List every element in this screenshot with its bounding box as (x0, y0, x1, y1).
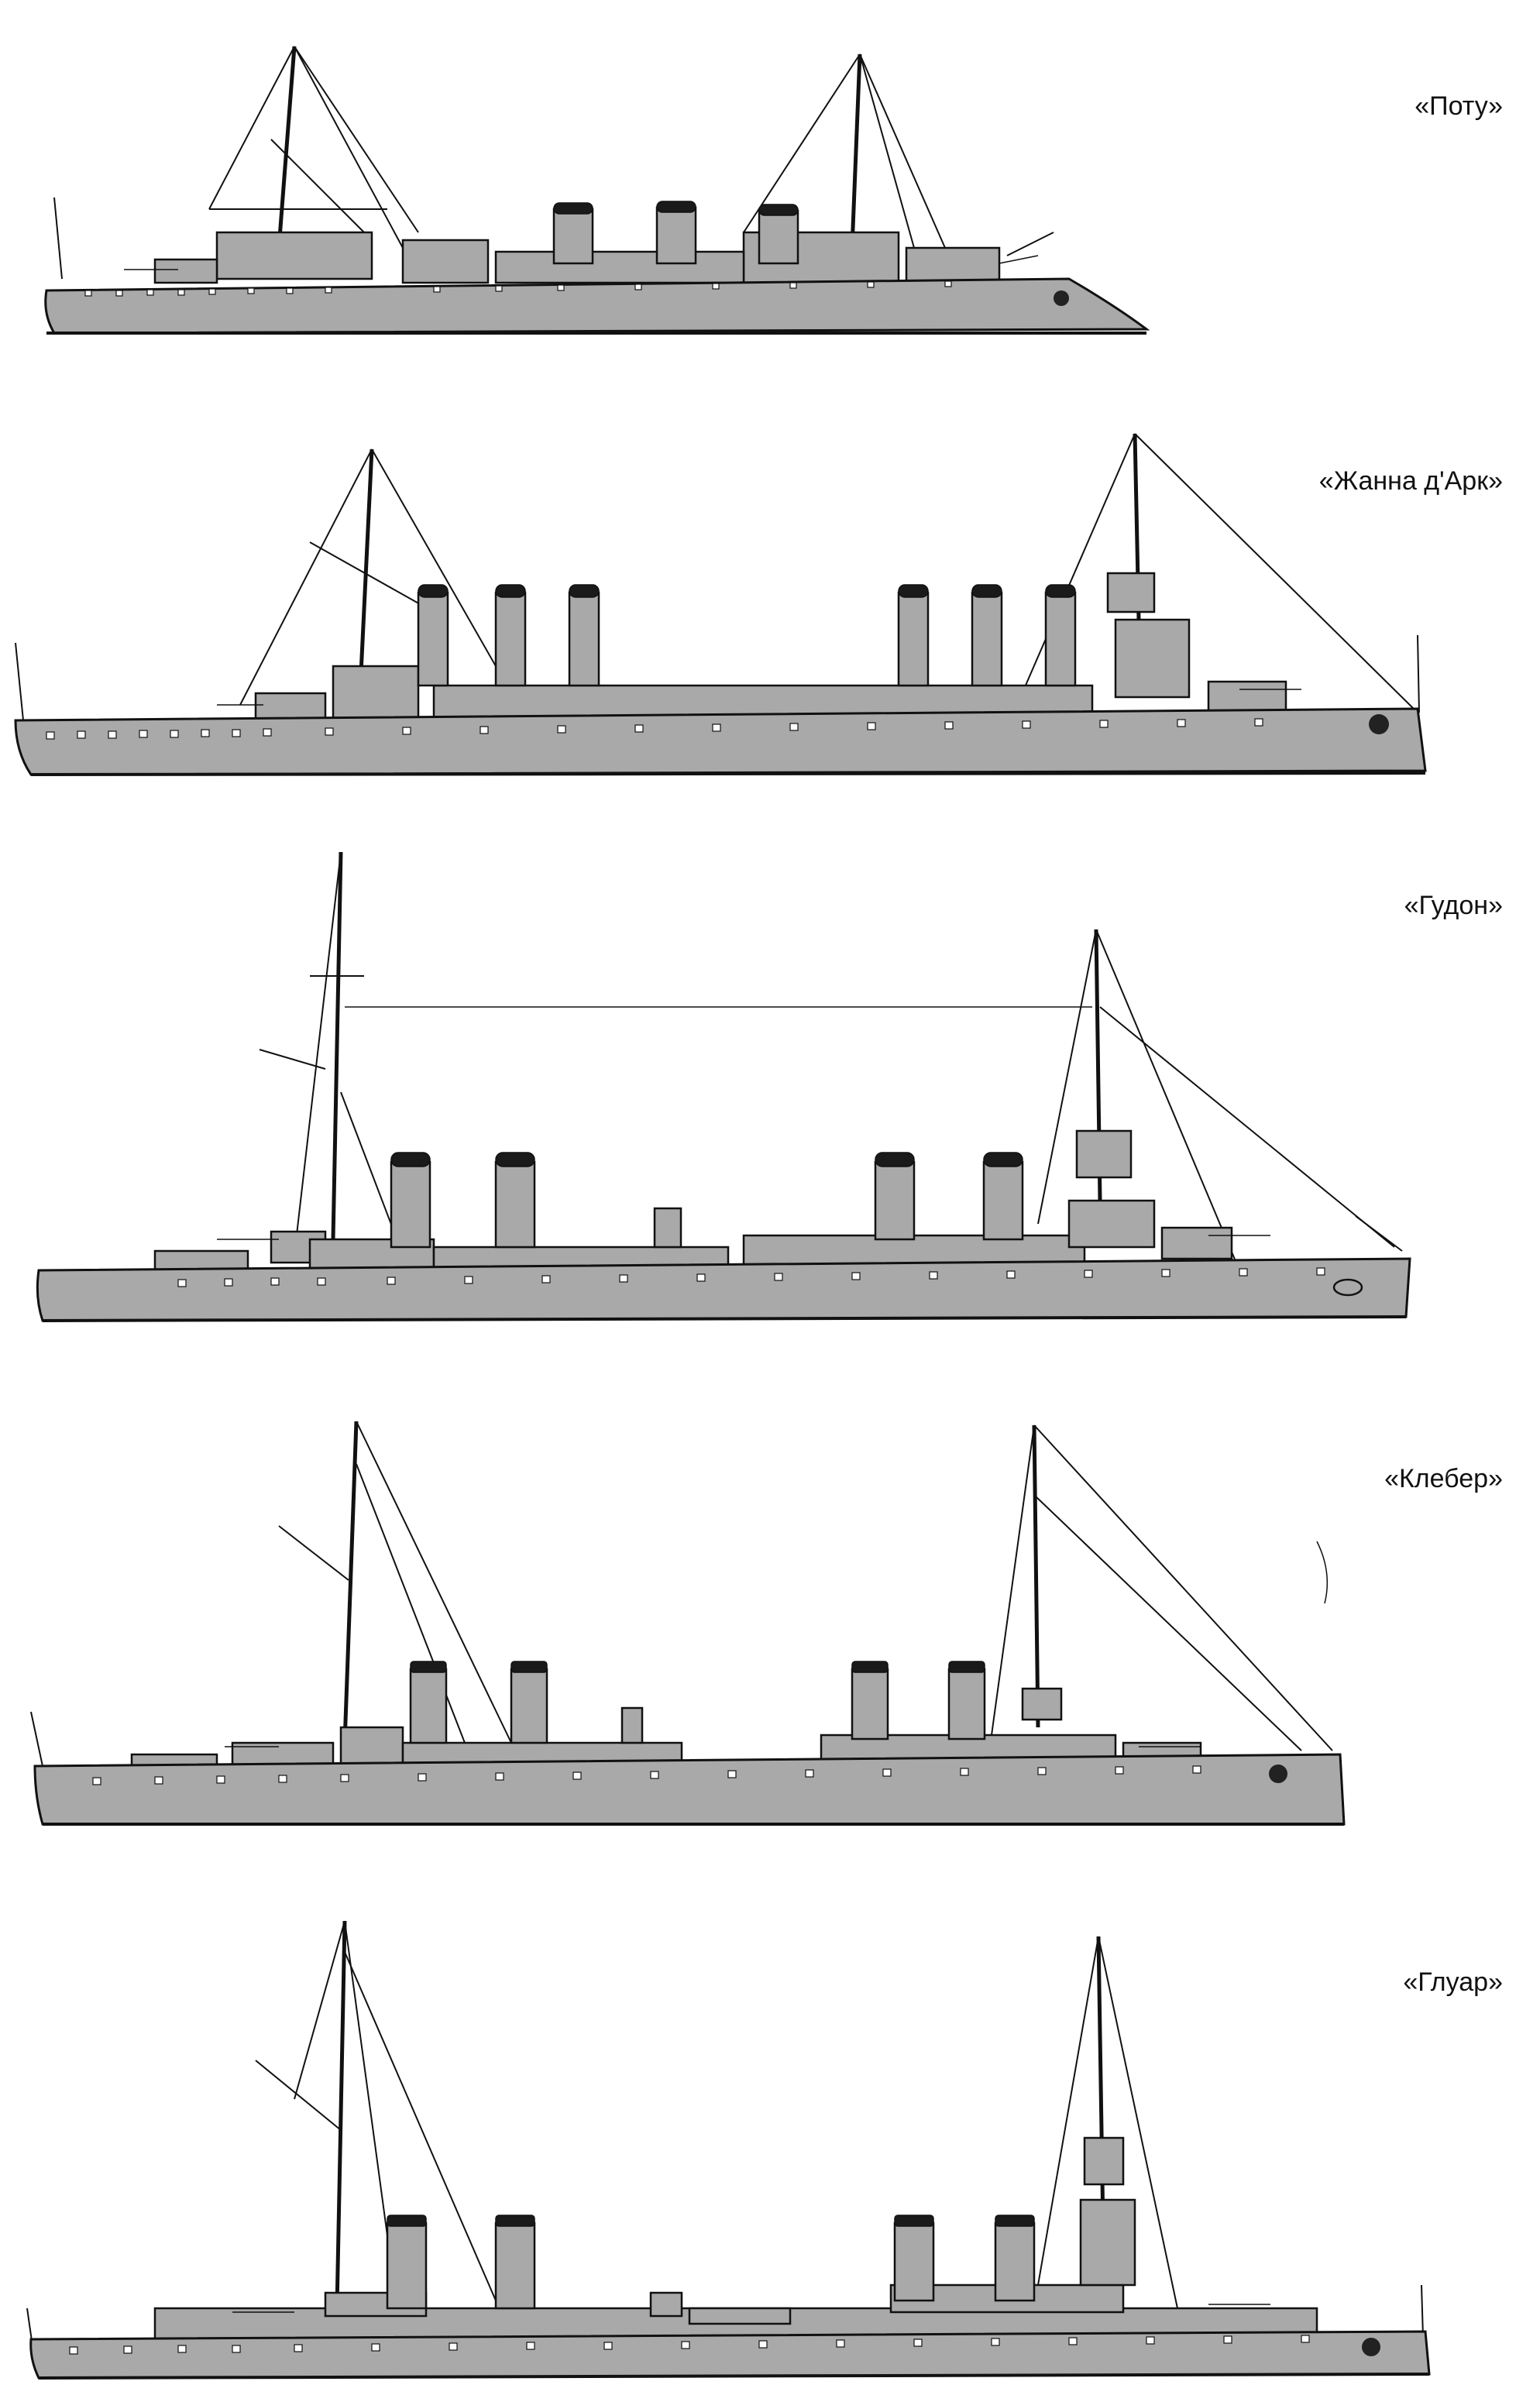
waterline (38, 2373, 1430, 2380)
ship-drawing (30, 1421, 1346, 1826)
superstructure (153, 2136, 1318, 2341)
superstructure (254, 572, 1287, 722)
fore-mast (331, 851, 343, 1240)
rigging (15, 433, 1420, 729)
main-mast (850, 53, 862, 249)
portholes (177, 1267, 1325, 1287)
funnels (386, 2215, 1036, 2310)
ship-label: «Жанна д'Арк» (1318, 466, 1503, 496)
ship-drawing (44, 46, 1150, 335)
ship-drawing (26, 1920, 1431, 2380)
ship-label: «Гудон» (1404, 891, 1503, 920)
anchor-icon (1269, 1765, 1287, 1783)
anchor-icon (1362, 2338, 1380, 2356)
hull (36, 1257, 1411, 1322)
ship-panel-jeanne-darc: «Жанна д'Арк» (0, 418, 1540, 806)
portholes (92, 1765, 1201, 1785)
rigging (26, 1920, 1425, 2363)
superstructure (153, 1129, 1233, 1272)
portholes (46, 718, 1263, 740)
hull (44, 277, 1150, 335)
rigging (53, 46, 1054, 280)
ship-panel-kleber: «Клебер» (0, 1402, 1540, 1844)
ship-label: «Глуар» (1403, 1967, 1503, 1997)
ship-drawing (36, 851, 1411, 1322)
hull (33, 1753, 1346, 1826)
hull (14, 707, 1427, 776)
portholes (69, 2335, 1310, 2355)
funnels (390, 1152, 1024, 1249)
fore-mast (342, 1421, 359, 1744)
ship-panel-gloire: «Глуар» (0, 1905, 1540, 2386)
fore-mast (277, 46, 297, 249)
anchor-icon (1054, 290, 1069, 306)
funnels (409, 1661, 986, 1744)
portholes (84, 280, 952, 297)
ship-panel-gueydon: «Гудон» (0, 837, 1540, 1340)
waterline (30, 771, 1426, 776)
anchor-icon (1369, 714, 1389, 734)
rigging (259, 851, 1403, 1271)
fore-mast (358, 448, 374, 690)
waterline (42, 1315, 1407, 1322)
ship-panel-pothuau: «Поту» (0, 0, 1540, 356)
funnels (417, 584, 1077, 687)
stern-gun (999, 255, 1039, 264)
ship-label: «Поту» (1415, 91, 1503, 121)
main-mast (1032, 1424, 1040, 1728)
ship-label: «Клебер» (1384, 1464, 1503, 1493)
funnels (552, 201, 799, 265)
ship-drawing (14, 433, 1427, 776)
hull (29, 2330, 1431, 2380)
rigging (30, 1421, 1333, 1767)
fore-mast (335, 1920, 347, 2309)
hawse-pipe (1332, 1278, 1363, 1297)
